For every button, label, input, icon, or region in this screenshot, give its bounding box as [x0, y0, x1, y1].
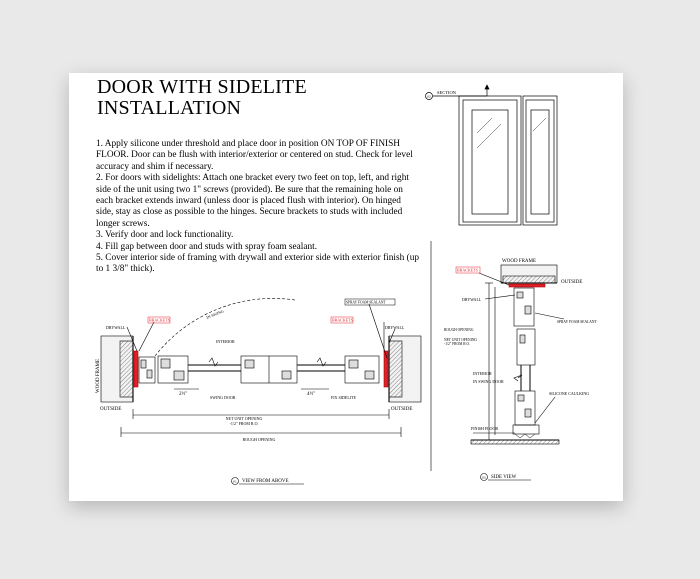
side-net-unit-label: NET UNIT OPENING — [444, 338, 477, 342]
technical-drawing: 02 SECTION — [96, 84, 597, 485]
instruction-step: 3. Verify door and lock functionality. — [96, 230, 234, 241]
instruction-steps: 1. Apply silicone under threshold and pl… — [96, 139, 420, 276]
drywall-left-label: DRYWALL — [106, 325, 126, 330]
side-interior-label: INTERIOR — [473, 371, 492, 376]
plan-view-labels: DRYWALL BRACKETS BRACKETS SPRAY FOAM SEA… — [96, 298, 412, 485]
drawing-sheet: DOOR WITH SIDELITE INSTALLATION 1. Apply… — [69, 73, 623, 501]
side-view — [470, 264, 565, 445]
drywall-right-label: DRYWALL — [385, 325, 405, 330]
door-top-rail — [516, 328, 536, 366]
plan-view-caption: VIEW FROM ABOVE — [242, 479, 289, 484]
side-from-ro-label: -1/2" FROM R.O. — [444, 342, 470, 346]
plan-view-marker: 01 — [233, 480, 237, 484]
side-view-labels: WOOD FRAME BRACKETS OUTSIDE DRYWALL SPRA… — [444, 259, 597, 481]
title-line-1: DOOR WITH SIDELITE — [97, 76, 307, 98]
threshold — [512, 424, 540, 435]
bracket-right-label: BRACKETS — [332, 318, 353, 323]
title-line-2: INSTALLATION — [97, 97, 242, 119]
side-wood-frame-label: WOOD FRAME — [502, 259, 536, 264]
head-jamb-profile — [513, 287, 535, 327]
top-bracket — [508, 283, 546, 288]
instruction-step: 4. Fill gap between door and studs with … — [96, 241, 318, 252]
sidelite-stile — [344, 355, 380, 384]
rough-opening-label: ROUGH OPENING — [243, 437, 276, 442]
side-drywall-label: DRYWALL — [462, 297, 482, 302]
outside-right-label: OUTSIDE — [391, 407, 412, 412]
from-ro-label: -1/2" FROM R.O. — [230, 421, 259, 426]
sidelite-frame — [522, 95, 558, 226]
document-title: DOOR WITH SIDELITE INSTALLATION — [97, 77, 307, 119]
instruction-step: 5. Cover interior side of framing with d… — [96, 253, 419, 275]
outside-left-label: OUTSIDE — [100, 407, 121, 412]
instruction-step: 2. For doors with sidelights: Attach one… — [96, 173, 409, 229]
instruction-step: 1. Apply silicone under threshold and pl… — [96, 139, 413, 172]
dimension-a-label: 2½" — [179, 392, 187, 397]
side-spray-foam-label: SPRAY FOAM SEALANT — [557, 320, 597, 324]
swing-door-label: SWING DOOR — [210, 395, 236, 400]
right-bracket — [383, 350, 389, 388]
side-rough-opening-label: ROUGH OPENING — [444, 328, 474, 332]
door-stile-left — [157, 355, 189, 384]
interior-label: INTERIOR — [216, 339, 235, 344]
spray-foam-label: SPRAY FOAM SEALANT — [346, 301, 386, 305]
dimension-b-label: 4½" — [307, 392, 315, 397]
plan-view — [100, 298, 422, 437]
side-brackets-label: BRACKETS — [457, 268, 478, 273]
sidelite-glass — [530, 109, 550, 215]
side-in-swing-door-label: IN SWING DOOR — [473, 379, 504, 384]
net-unit-opening-label: NET UNIT OPENING — [226, 416, 263, 421]
side-view-caption: SIDE VIEW — [491, 475, 517, 480]
section-marker: 02 — [427, 95, 431, 99]
section-label: SECTION — [437, 90, 457, 95]
in-swing-label: IN SWING — [206, 308, 225, 320]
left-bracket — [133, 350, 139, 388]
fix-sidelite-label: FIX SIDELITE — [331, 395, 357, 400]
side-outside-label: OUTSIDE — [561, 280, 582, 285]
silicone-caulking-label: SILICONE CAULKING — [549, 391, 589, 396]
door-glass — [471, 109, 509, 215]
bracket-left-label: BRACKETS — [149, 318, 170, 323]
section-marker-circle — [425, 92, 433, 100]
side-view-marker: 02 — [482, 476, 486, 480]
swing-arc — [154, 298, 296, 357]
door-elevation: 02 SECTION — [425, 84, 558, 226]
finish-floor-label: FINISH FLOOR — [471, 426, 498, 431]
wood-frame-label: WOOD FRAME — [96, 359, 101, 393]
door-frame — [458, 95, 522, 226]
left-jamb — [138, 356, 156, 384]
